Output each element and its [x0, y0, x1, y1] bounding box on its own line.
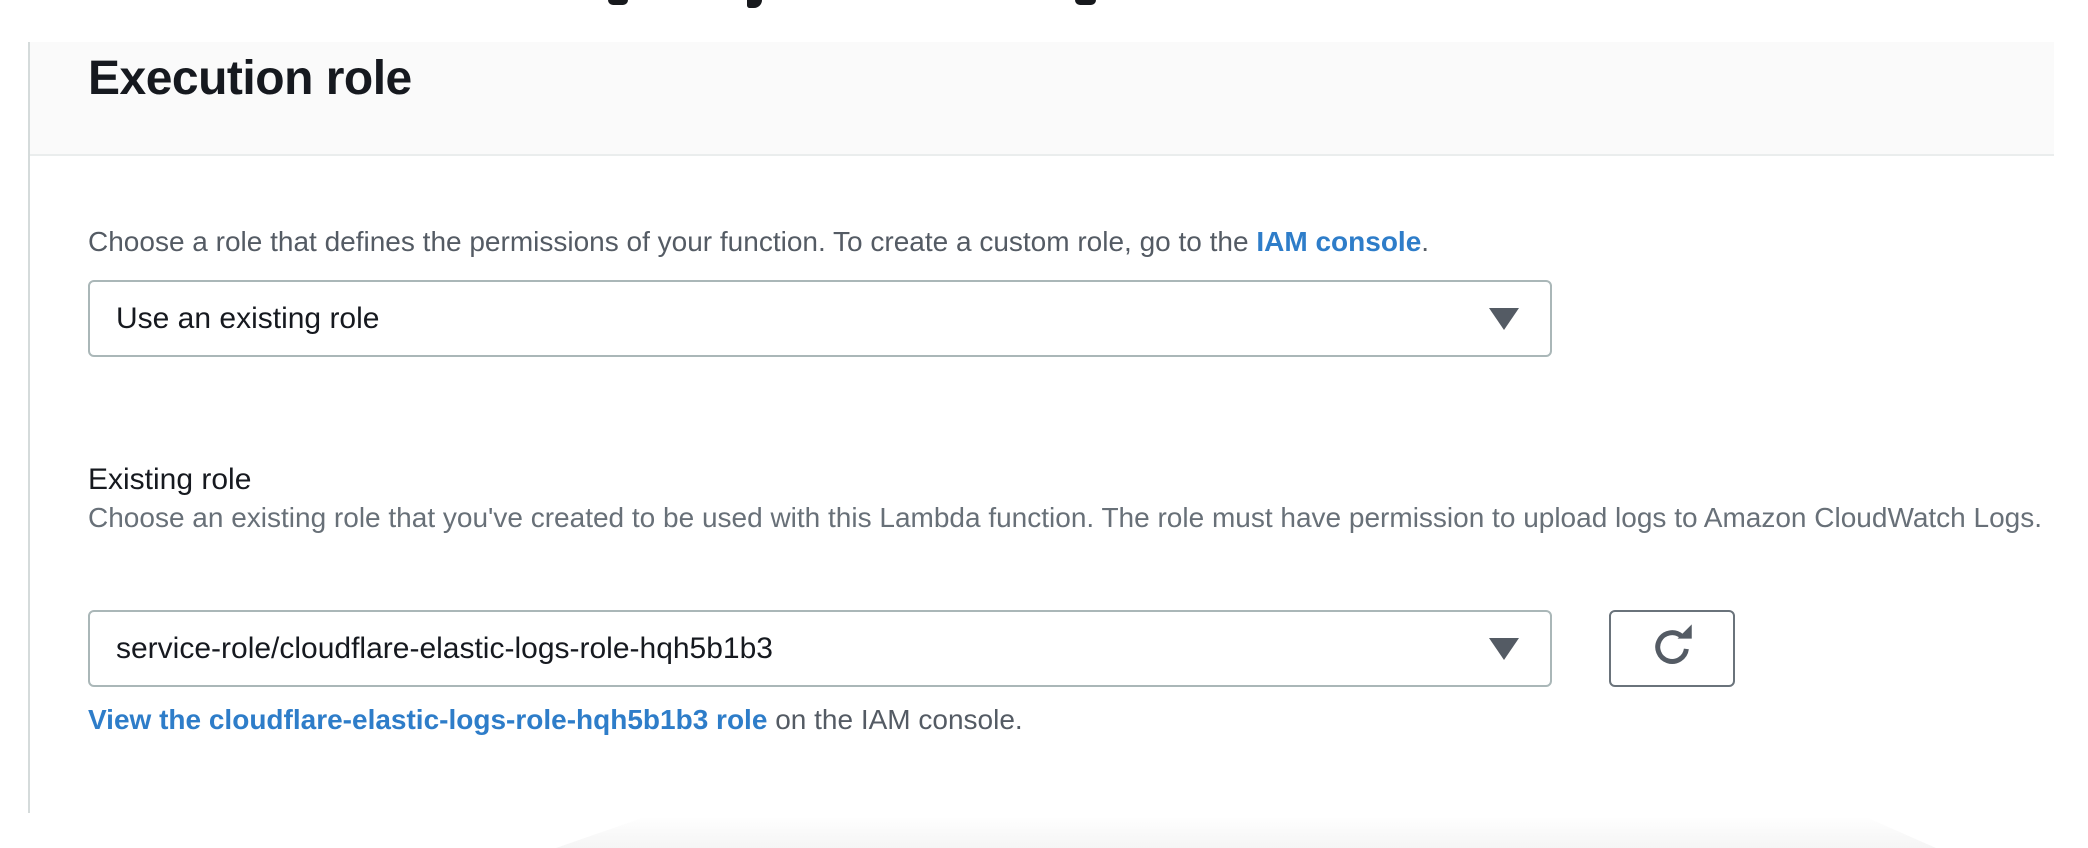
existing-role-select-value: service-role/cloudflare-elastic-logs-rol… — [116, 631, 773, 665]
clipped-text-remnant — [608, 0, 628, 5]
refresh-icon — [1649, 624, 1695, 673]
refresh-roles-button[interactable] — [1609, 610, 1735, 687]
section-title: Execution role — [88, 52, 412, 105]
existing-role-label: Existing role — [88, 463, 252, 496]
role-intro-text: Choose a role that defines the permissio… — [88, 222, 2068, 262]
intro-text-after: . — [1421, 226, 1430, 257]
view-role-link[interactable]: View the cloudflare-elastic-logs-role-hq… — [88, 704, 768, 735]
intro-text-before: Choose a role that defines the permissio… — [88, 226, 1257, 257]
role-source-select-value: Use an existing role — [116, 301, 380, 335]
section-header: Execution role — [30, 42, 2054, 156]
clipped-text-remnant — [747, 0, 762, 8]
caret-down-icon — [1488, 306, 1520, 332]
role-source-select[interactable]: Use an existing role — [88, 280, 1552, 357]
card-left-border — [28, 42, 30, 813]
existing-role-select[interactable]: service-role/cloudflare-elastic-logs-rol… — [88, 610, 1552, 687]
view-role-line: View the cloudflare-elastic-logs-role-hq… — [88, 700, 1023, 740]
existing-role-description: Choose an existing role that you've crea… — [88, 502, 2043, 533]
iam-console-link[interactable]: IAM console — [1256, 226, 1422, 257]
clipped-text-remnant — [1075, 0, 1096, 5]
next-section-shadow — [556, 818, 1936, 848]
view-role-suffix: on the IAM console. — [767, 704, 1023, 735]
caret-down-icon — [1488, 636, 1520, 662]
